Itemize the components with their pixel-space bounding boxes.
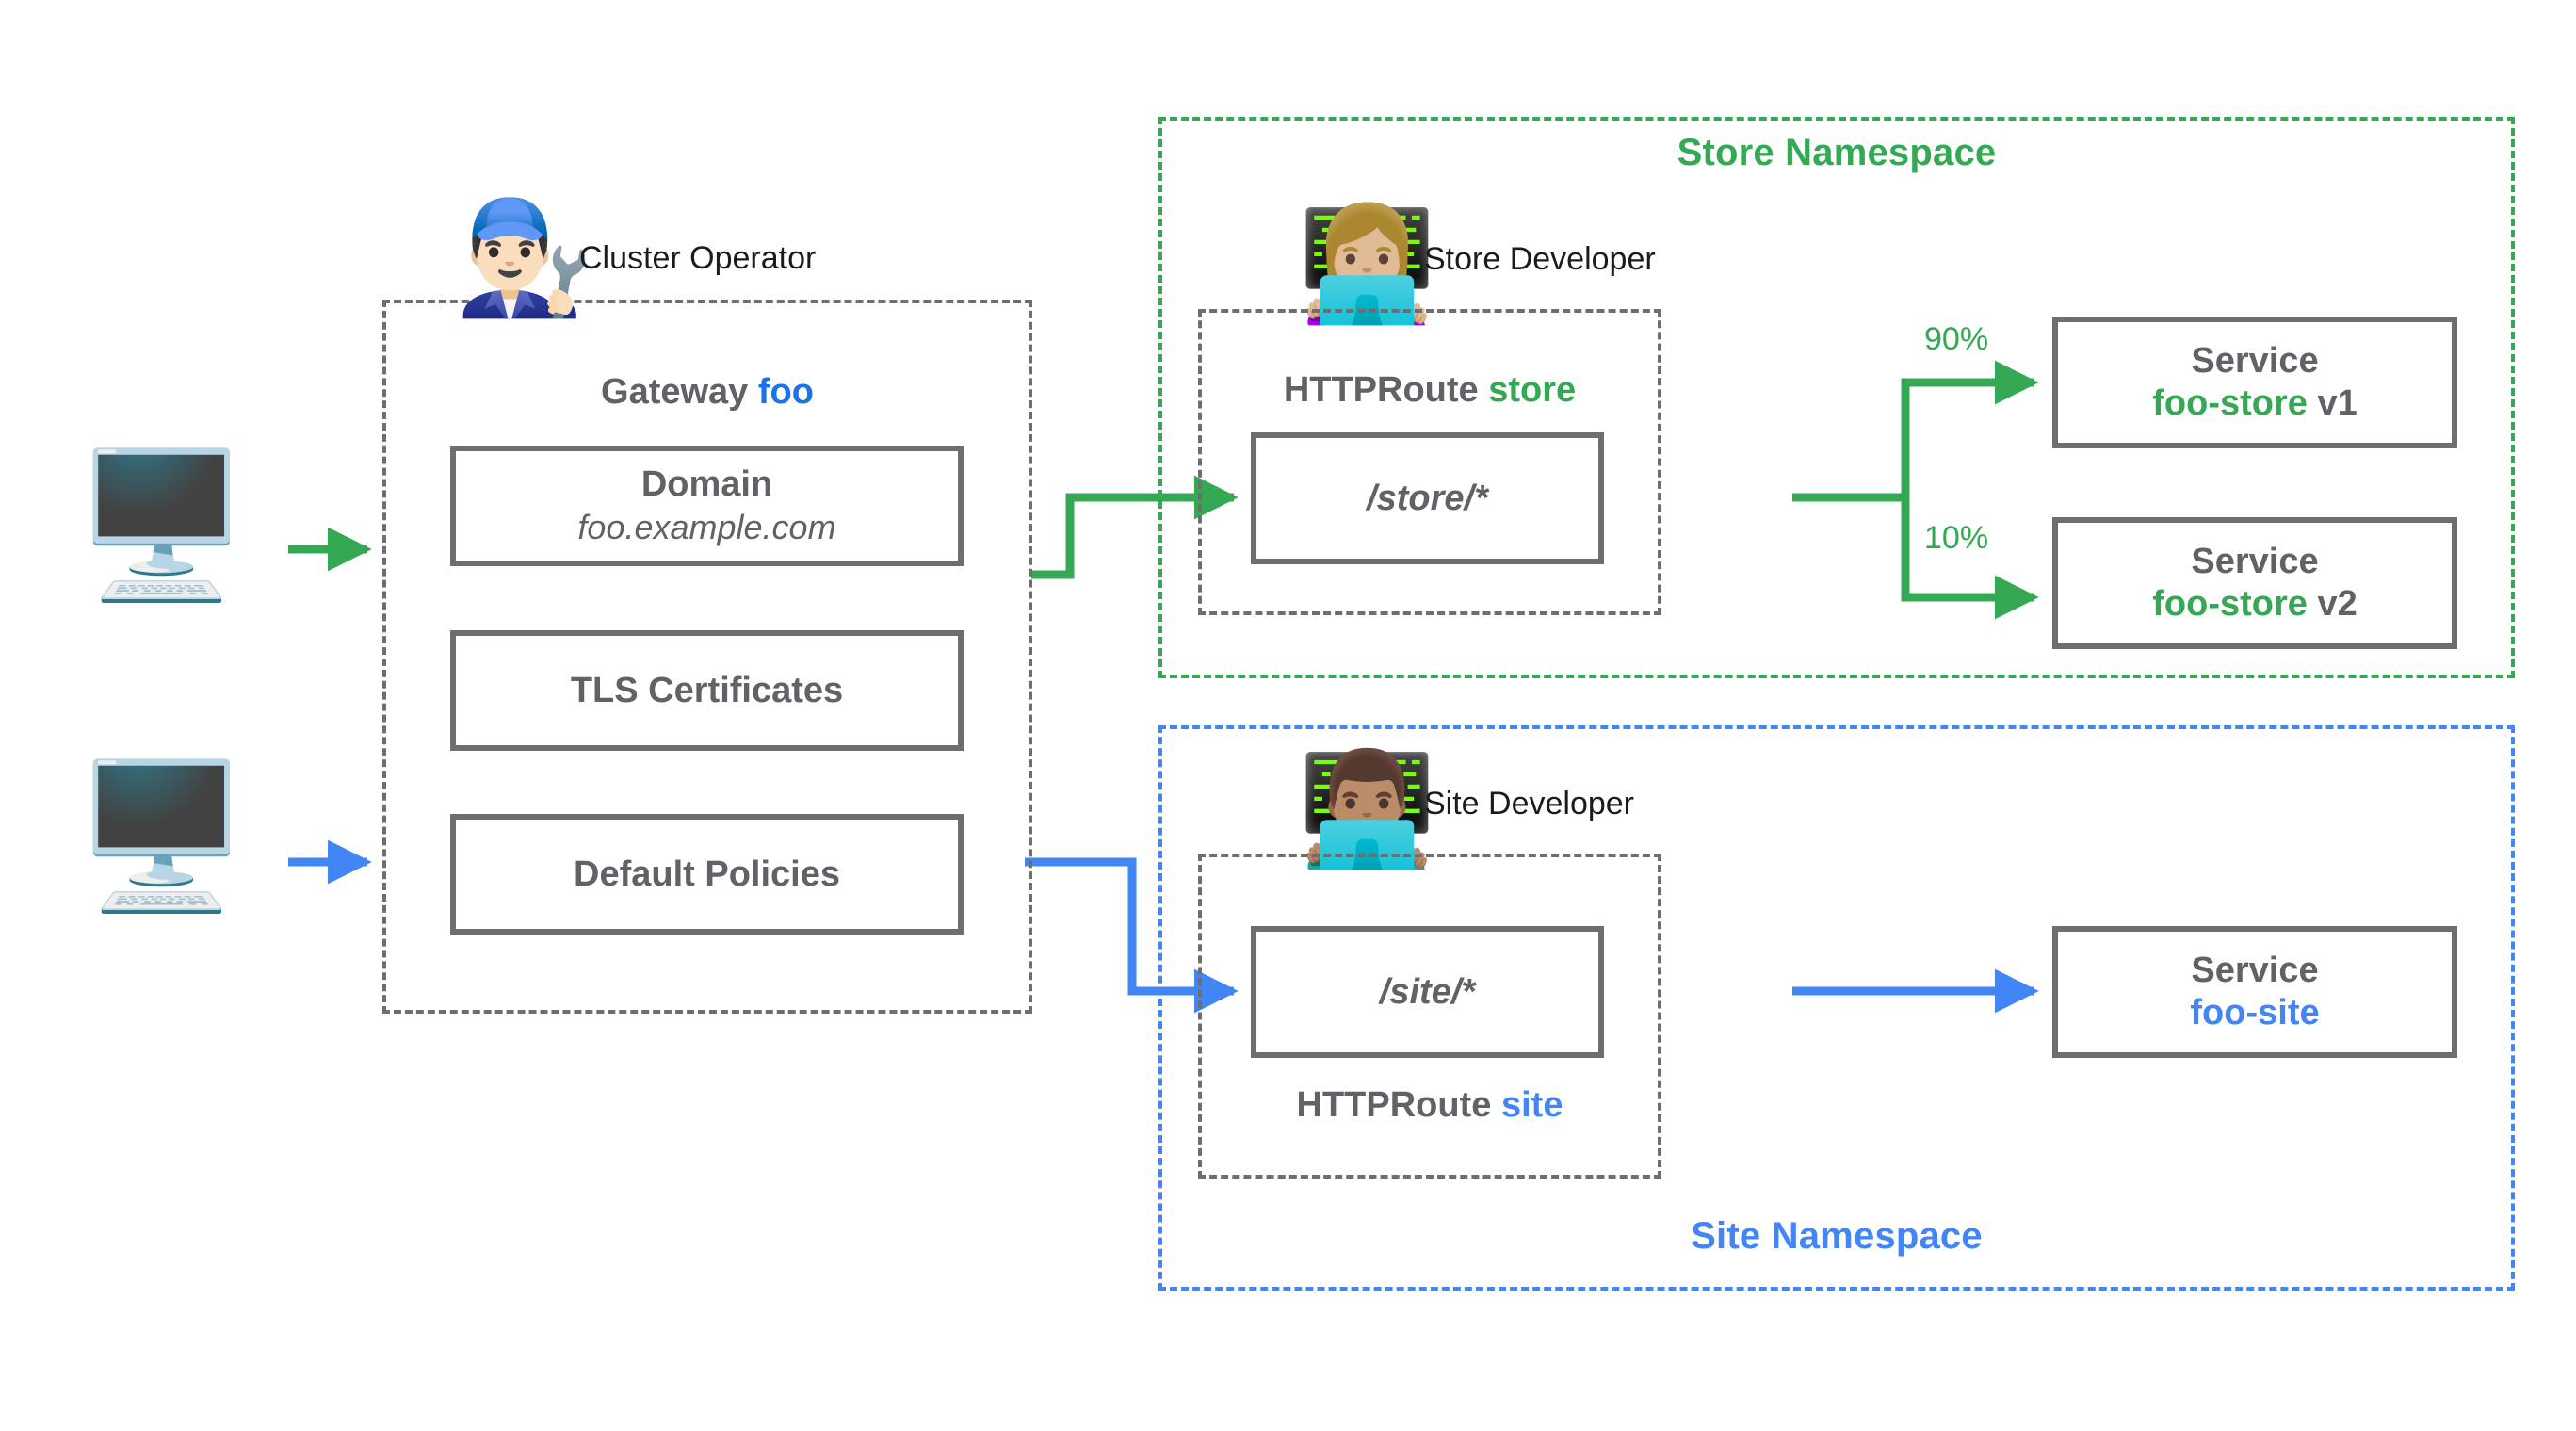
gateway-group-box	[382, 300, 1032, 1014]
site-developer-label: Site Developer	[1424, 786, 1635, 821]
desktop-computer-icon: 🖥️	[73, 756, 250, 915]
service-foo-store-v1-version: v1	[2307, 383, 2357, 423]
service-kind-label: Service	[2191, 341, 2319, 382]
service-kind-label: Service	[2191, 951, 2319, 991]
store-backend-weight-90: 90%	[1924, 321, 1989, 357]
site-httproute-caption: HTTPRoute site	[1198, 1085, 1661, 1126]
site-route-match-box[interactable]: /site/*	[1251, 926, 1604, 1058]
site-httproute-group-box	[1198, 854, 1661, 1179]
gateway-title-prefix: Gateway	[601, 372, 758, 412]
service-foo-store-v2-box[interactable]: Service foo-store v2	[2052, 517, 2457, 649]
service-foo-store-v2-name: foo-store	[2152, 584, 2308, 624]
service-foo-site-box[interactable]: Service foo-site	[2052, 926, 2457, 1058]
service-foo-store-v1-box[interactable]: Service foo-store v1	[2052, 317, 2457, 448]
store-httproute-name: store	[1488, 370, 1577, 410]
tls-certificates-label: TLS Certificates	[570, 670, 844, 710]
store-route-match-value: /store/*	[1367, 478, 1488, 518]
service-foo-store-v1-name: foo-store	[2152, 383, 2308, 423]
site-httproute-prefix: HTTPRoute	[1296, 1085, 1501, 1125]
site-httproute-name: site	[1500, 1085, 1563, 1125]
default-policies-label: Default Policies	[574, 854, 840, 894]
store-httproute-prefix: HTTPRoute	[1283, 370, 1489, 410]
service-kind-label: Service	[2191, 542, 2319, 582]
mechanic-persona-icon: 👨🏻‍🔧	[455, 196, 593, 320]
gateway-title: Gateway foo	[382, 372, 1032, 413]
site-namespace-box	[1158, 725, 2515, 1291]
service-foo-store-v2-version: v2	[2307, 584, 2357, 624]
woman-technologist-persona-icon: 👩🏼‍💻	[1298, 203, 1436, 327]
store-backend-weight-10: 10%	[1924, 520, 1989, 556]
domain-box-value: foo.example.com	[577, 507, 836, 546]
site-route-match-value: /site/*	[1379, 971, 1476, 1012]
store-namespace-label: Store Namespace	[1677, 132, 1997, 173]
tls-certificates-box[interactable]: TLS Certificates	[450, 630, 964, 751]
gateway-title-name: foo	[757, 372, 814, 412]
domain-box-title: Domain	[640, 464, 773, 505]
service-foo-site-name: foo-site	[2190, 993, 2320, 1033]
store-httproute-caption: HTTPRoute store	[1198, 370, 1661, 411]
site-namespace-label: Site Namespace	[1691, 1215, 1983, 1257]
store-httproute-group-box	[1198, 309, 1661, 615]
store-developer-label: Store Developer	[1424, 241, 1656, 277]
domain-box[interactable]: Domain foo.example.com	[450, 446, 964, 566]
store-namespace-box	[1158, 117, 2515, 678]
cluster-operator-label: Cluster Operator	[579, 240, 817, 276]
desktop-computer-icon: 🖥️	[73, 446, 250, 604]
man-technologist-persona-icon: 👨🏽‍💻	[1298, 747, 1436, 871]
store-route-match-box[interactable]: /store/*	[1251, 432, 1604, 564]
default-policies-box[interactable]: Default Policies	[450, 814, 964, 935]
